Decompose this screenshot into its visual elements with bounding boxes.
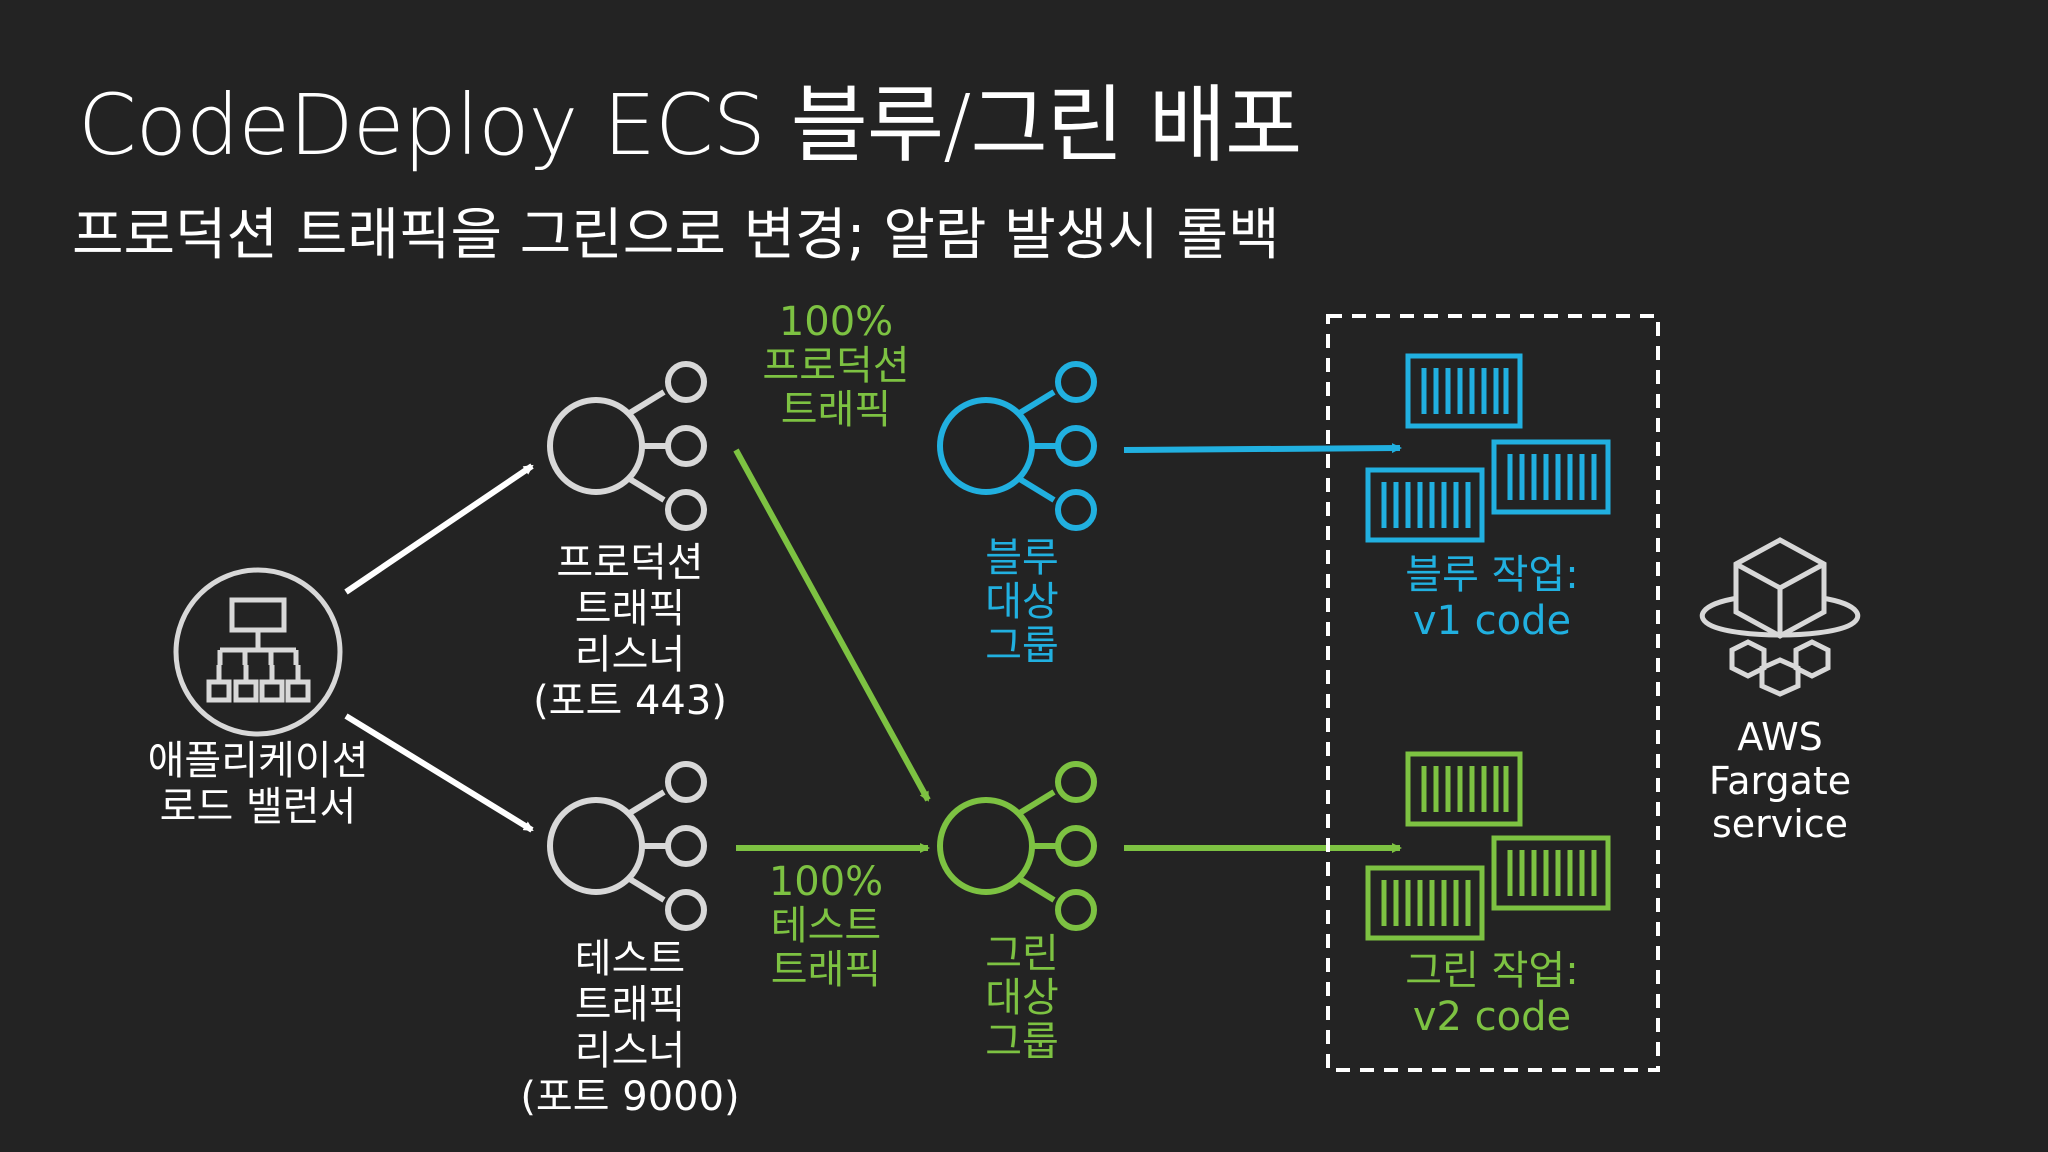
slide-subtitle: 프로덕션 트래픽을 그린으로 변경; 알람 발생시 롤백 [72, 203, 1280, 268]
test-traffic-line1: 테스트 [770, 903, 882, 949]
blue-group-to-tasks-arrow [1123, 443, 1402, 454]
prod-traffic-line1: 프로덕션 [762, 343, 910, 389]
test-listener-line4: (포트 9000) [520, 1074, 740, 1120]
test-listener-line2: 트래픽 [574, 982, 686, 1028]
test-listener-line1: 테스트 [574, 936, 686, 982]
prod-listener-line3: 리스너 [574, 632, 686, 678]
alb-to-test-arrow [344, 713, 534, 833]
blue-group-line1: 블루 [985, 535, 1059, 581]
prod-listener-icon [547, 361, 707, 531]
fargate-line2: Fargate [1708, 758, 1852, 803]
green-tasks-label: 그린 작업: v2 code [1372, 948, 1612, 1040]
load-balancer-label: 애플리케이션 로드 밸런서 [118, 738, 398, 830]
blue-container-icon [1365, 353, 1611, 543]
fargate-label: AWS Fargate service [1680, 715, 1880, 847]
test-listener-line3: 리스너 [574, 1028, 686, 1074]
alb-to-prod-arrow [344, 463, 534, 595]
test-listener-icon [547, 761, 707, 931]
prod-listener-label: 프로덕션 트래픽 리스너 (포트 443) [500, 540, 760, 724]
green-group-line1: 그린 [985, 931, 1059, 977]
prod-listener-line2: 트래픽 [574, 586, 686, 632]
fargate-line3: service [1711, 802, 1849, 847]
test-traffic-label: 100% 테스트 트래픽 [716, 860, 936, 992]
prod-to-green-arrow [733, 448, 931, 802]
blue-tasks-line1: 블루 작업: [1405, 552, 1579, 598]
blue-group-label: 블루 대상 그룹 [952, 536, 1092, 668]
blue-group-line3: 그룹 [985, 623, 1059, 669]
load-balancer-label-line1: 애플리케이션 [147, 738, 369, 784]
green-container-icon [1365, 751, 1611, 941]
blue-group-line2: 대상 [985, 579, 1059, 625]
green-group-line3: 그룹 [985, 1019, 1059, 1065]
test-traffic-line2: 트래픽 [770, 947, 882, 993]
blue-tasks-label: 블루 작업: v1 code [1372, 552, 1612, 644]
green-tasks-line2: v2 code [1412, 994, 1572, 1040]
prod-listener-line4: (포트 443) [533, 678, 727, 724]
slide-title: CodeDeploy ECS 블루/그린 배포 [78, 76, 1302, 174]
fargate-icon [1699, 537, 1861, 697]
blue-tasks-line2: v1 code [1412, 598, 1572, 644]
green-tasks-line1: 그린 작업: [1405, 948, 1579, 994]
application-load-balancer-icon [173, 567, 343, 737]
green-group-line2: 대상 [985, 975, 1059, 1021]
test-listener-label: 테스트 트래픽 리스너 (포트 9000) [490, 936, 770, 1120]
prod-listener-line1: 프로덕션 [556, 540, 704, 586]
ecs-service-boundary [1326, 314, 1660, 1072]
load-balancer-label-line2: 로드 밸런서 [159, 784, 357, 830]
fargate-line1: AWS [1737, 715, 1823, 759]
green-target-group-icon [937, 761, 1097, 931]
green-group-label: 그린 대상 그룹 [952, 932, 1092, 1064]
prod-traffic-label: 100% 프로덕션 트래픽 [726, 300, 946, 432]
prod-traffic-line2: 트래픽 [780, 387, 892, 433]
prod-traffic-percent: 100% [778, 299, 894, 345]
blue-target-group-icon [937, 361, 1097, 531]
test-traffic-percent: 100% [768, 859, 884, 905]
